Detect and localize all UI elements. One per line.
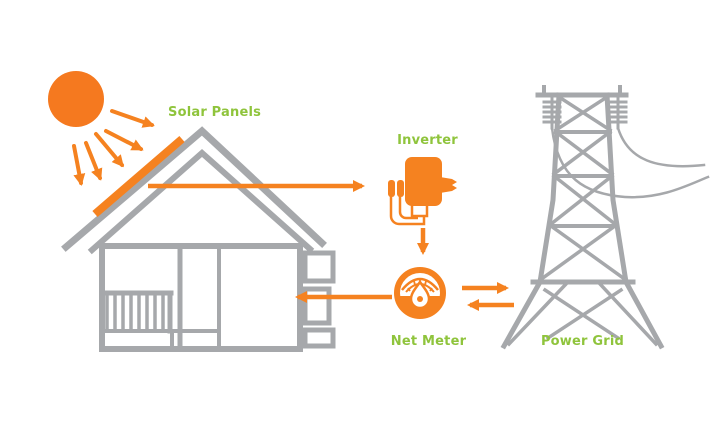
house-icon (61, 126, 336, 352)
net-meter-icon (394, 267, 446, 319)
inverter-icon (388, 157, 457, 226)
solar-panel-icon (92, 135, 185, 218)
net-meter-label: Net Meter (390, 334, 467, 349)
power-grid-tower-icon (500, 85, 710, 350)
sun-rays-icon (72, 109, 155, 186)
inverter-label: Inverter (397, 133, 458, 148)
solar-panels-label: Solar Panels (168, 105, 262, 120)
sun-icon (48, 71, 104, 127)
power-grid-label: Power Grid (540, 334, 625, 349)
